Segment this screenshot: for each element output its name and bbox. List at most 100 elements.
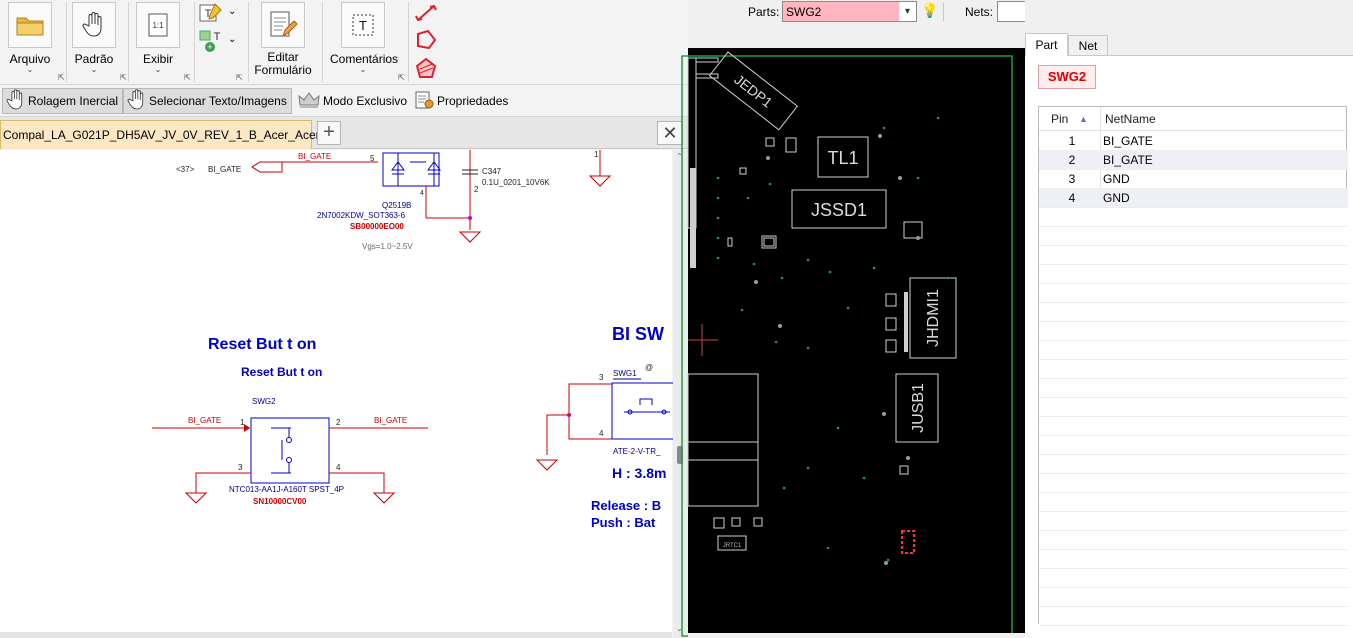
table-row[interactable] bbox=[1039, 341, 1348, 360]
tab-part[interactable]: Part bbox=[1025, 33, 1068, 56]
close-tab-button[interactable]: ✕ bbox=[657, 121, 683, 145]
swg2-highlight[interactable] bbox=[901, 530, 915, 554]
pcb-board-canvas[interactable]: JEDP1 TL1 JSSD1 JHDMI1 JUSB1 J bbox=[681, 48, 1025, 637]
vgs-note: Vgs=1.0~2.5V bbox=[362, 242, 413, 251]
table-row[interactable] bbox=[1039, 208, 1348, 227]
comentarios-button[interactable]: T Comentários ⌄ bbox=[330, 2, 398, 82]
vertical-scrollbar[interactable]: ⌃ ⌄ bbox=[673, 150, 688, 638]
swg1-ref: SWG1 bbox=[613, 369, 637, 378]
table-row[interactable] bbox=[1039, 379, 1348, 398]
propriedades-button[interactable]: Propriedades bbox=[410, 88, 512, 114]
hand-icon bbox=[6, 88, 25, 114]
table-row[interactable] bbox=[1039, 360, 1348, 379]
table-row[interactable] bbox=[1039, 436, 1348, 455]
table-row[interactable] bbox=[1039, 398, 1348, 417]
table-row[interactable] bbox=[1039, 550, 1348, 569]
svg-text:T: T bbox=[214, 31, 221, 43]
table-row[interactable] bbox=[1039, 569, 1348, 588]
table-row[interactable] bbox=[1039, 607, 1348, 626]
table-row[interactable] bbox=[1039, 474, 1348, 493]
svg-text:4: 4 bbox=[599, 429, 604, 438]
ref-37-label: <37> bbox=[176, 165, 195, 174]
schematic-page[interactable]: <37> BI_GATE BI_GATE 5 4 C347 0.1U_0201_… bbox=[0, 150, 675, 632]
polygon-icon[interactable] bbox=[414, 28, 438, 53]
table-row[interactable] bbox=[1039, 512, 1348, 531]
expand-corner-icon[interactable]: ⇱ bbox=[398, 73, 405, 82]
svg-text:3: 3 bbox=[238, 463, 243, 472]
horizontal-scrollbar[interactable] bbox=[0, 632, 672, 638]
sort-ascending-icon[interactable]: ▲ bbox=[1079, 114, 1088, 124]
modo-exclusivo-button[interactable]: Modo Exclusivo bbox=[294, 88, 411, 114]
expand-corner-icon[interactable]: ⇱ bbox=[236, 73, 243, 82]
table-row[interactable] bbox=[1039, 455, 1348, 474]
table-header bbox=[1039, 107, 1348, 131]
swg2-sn: SN10000CV00 bbox=[253, 497, 307, 506]
swg1-symbol bbox=[611, 382, 675, 440]
chevron-down-icon[interactable]: ▾ bbox=[899, 2, 916, 21]
svg-text:3: 3 bbox=[599, 373, 604, 382]
area-icon[interactable] bbox=[414, 56, 438, 83]
new-tab-button[interactable]: + bbox=[317, 121, 341, 145]
lightbulb-icon[interactable]: 💡 bbox=[921, 2, 939, 18]
secondary-toolbar: Rolagem Inercial Selecionar Texto/Imagen… bbox=[0, 85, 688, 117]
pin-cell: 1 bbox=[1068, 134, 1076, 148]
svg-text:+: + bbox=[207, 42, 212, 52]
parts-combobox[interactable]: SWG2 ▾ bbox=[782, 1, 917, 22]
column-header-netname[interactable]: NetName bbox=[1105, 112, 1156, 126]
hand-icon bbox=[127, 88, 146, 114]
document-tab[interactable]: Compal_LA_G021P_DH5AV_JV_0V_REV_1_B_Acer… bbox=[0, 120, 336, 149]
exibir-button[interactable]: 1:1 Exibir ⌄ bbox=[134, 2, 182, 82]
folder-icon bbox=[8, 2, 52, 48]
svg-text:T: T bbox=[205, 8, 212, 20]
text-tool-icon[interactable]: T bbox=[198, 2, 224, 27]
arquivo-button[interactable]: Arquivo ⌄ bbox=[4, 2, 56, 82]
bi-sw-title: BI SW bbox=[612, 324, 664, 344]
table-row[interactable] bbox=[1039, 303, 1348, 322]
scroll-thumb[interactable] bbox=[677, 446, 683, 464]
expand-corner-icon[interactable]: ⇱ bbox=[120, 73, 127, 82]
table-row[interactable] bbox=[1039, 493, 1348, 512]
c347-label: C347 bbox=[482, 167, 502, 176]
chevron-down-icon: ⌄ bbox=[359, 65, 367, 74]
expand-corner-icon[interactable]: ⇱ bbox=[184, 73, 191, 82]
bi-gate-net-pin1: BI_GATE bbox=[188, 416, 221, 425]
q-sb-number: SB00000EO00 bbox=[350, 222, 404, 231]
table-row[interactable] bbox=[1039, 531, 1348, 550]
pdf-viewer: Arquivo ⌄ ⇱ Padrão ⌄ ⇱ 1:1 Exibir ⌄ ⇱ T … bbox=[0, 0, 688, 638]
svg-text:4: 4 bbox=[420, 190, 424, 197]
selecionar-texto-button[interactable]: Selecionar Texto/Imagens bbox=[123, 88, 292, 114]
measure-line-icon[interactable] bbox=[414, 2, 438, 27]
table-row[interactable] bbox=[1039, 284, 1348, 303]
table-row[interactable] bbox=[1039, 417, 1348, 436]
table-row[interactable] bbox=[1039, 322, 1348, 341]
board-status-strip bbox=[688, 633, 1025, 638]
reset-button-subtitle: Reset But t on bbox=[241, 365, 322, 379]
tl1-label: TL1 bbox=[827, 148, 858, 168]
document-tabs: Compal_LA_G021P_DH5AV_JV_0V_REV_1_B_Acer… bbox=[0, 117, 688, 149]
rolagem-inercial-button[interactable]: Rolagem Inercial bbox=[2, 88, 124, 114]
q-part-number: 2N7002KDW_SOT363-6 bbox=[317, 211, 406, 220]
svg-text:@: @ bbox=[645, 363, 653, 372]
scroll-up-icon[interactable]: ⌃ bbox=[676, 152, 683, 161]
q2519b-label: Q2519B bbox=[382, 201, 411, 210]
column-header-pin[interactable]: Pin bbox=[1051, 112, 1069, 126]
table-row[interactable] bbox=[1039, 227, 1348, 246]
swg2-part-number: NTC013-AA1J-A160T SPST_4P bbox=[229, 485, 344, 494]
expand-corner-icon[interactable]: ⇱ bbox=[58, 73, 65, 82]
table-row[interactable] bbox=[1039, 265, 1348, 284]
table-row[interactable] bbox=[1039, 246, 1348, 265]
table-row[interactable] bbox=[1039, 588, 1348, 607]
image-text-icon[interactable]: T+ bbox=[198, 28, 226, 57]
padrao-button[interactable]: Padrão ⌄ bbox=[70, 2, 118, 82]
bi-gate-net-pin2: BI_GATE bbox=[374, 416, 407, 425]
scroll-down-icon[interactable]: ⌄ bbox=[676, 624, 683, 633]
chevron-down-icon[interactable]: ⌄ bbox=[228, 6, 237, 17]
chevron-down-icon[interactable]: ⌄ bbox=[228, 34, 237, 45]
tab-net[interactable]: Net bbox=[1068, 35, 1108, 56]
